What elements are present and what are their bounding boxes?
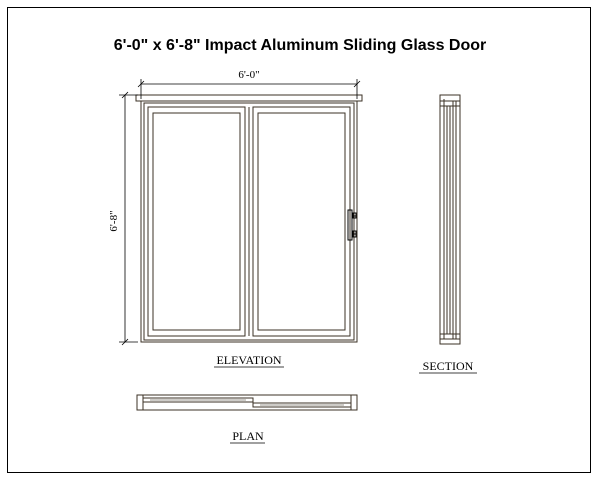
elevation-head — [135, 94, 363, 102]
height-dimension-label: 6'-8" — [108, 210, 120, 231]
left-panel-glass — [152, 112, 241, 331]
plan-outer — [136, 394, 358, 411]
elevation-label: ELEVATION — [216, 353, 281, 367]
left-panel-frame — [147, 106, 246, 337]
height-dimension — [119, 91, 138, 346]
plan-left-panel — [142, 397, 254, 403]
section-label: SECTION — [423, 359, 474, 373]
right-panel-glass — [257, 112, 346, 331]
drawing-title: 6'-0" x 6'-8" Impact Aluminum Sliding Gl… — [113, 37, 487, 54]
elevation-view — [135, 94, 363, 343]
width-dimension-label: 6'-0" — [238, 69, 259, 81]
right-panel-frame — [252, 106, 351, 337]
elevation-outer-frame — [140, 100, 358, 343]
plan-label: PLAN — [232, 429, 264, 443]
width-dimension — [137, 79, 361, 99]
drawing-border — [7, 7, 591, 473]
plan-view — [136, 394, 358, 411]
section-outer — [439, 94, 461, 345]
section-view — [439, 94, 461, 345]
elevation-inner-frame — [143, 102, 355, 341]
plan-right-panel — [252, 402, 352, 408]
door-handle — [347, 209, 357, 241]
